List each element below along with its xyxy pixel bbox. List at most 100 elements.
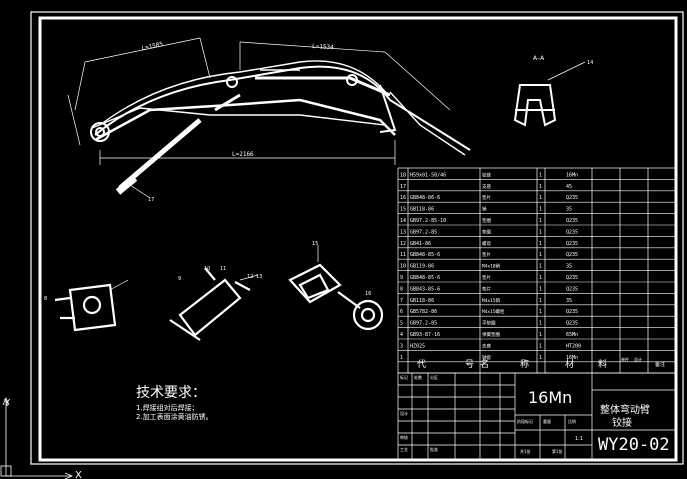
dim-l1-label: L=1585: [141, 41, 164, 52]
bom-cell-material: Q235: [566, 229, 578, 235]
bom-cell-no: 18: [400, 172, 406, 178]
bom-cell-name: 弹簧垫圈: [482, 331, 500, 338]
titleblock-part-line2: 铰接: [612, 418, 632, 429]
bom-cell-name: 支座: [482, 342, 491, 349]
bom-cell-code: GB97.2-85: [410, 229, 437, 235]
titleblock-part-line1: 整体弯动臂: [600, 405, 650, 416]
bom-cell-material: Q235: [566, 286, 578, 292]
titleblock-count: 处数: [414, 375, 422, 380]
bom-cell-qty: 1: [539, 343, 542, 349]
bom-cell-qty: 1: [539, 241, 542, 247]
bom-cell-material: Q235: [566, 321, 578, 327]
ucs-x-label: X: [75, 470, 82, 479]
bom-header-ming: 名: [480, 360, 490, 370]
bom-cell-no: 17: [400, 184, 406, 190]
balloon-11: 11: [220, 266, 226, 272]
bom-cell-no: 13: [400, 229, 406, 235]
bom-cell-qty: 1: [539, 207, 542, 213]
bom-header-cheng: 称: [520, 360, 530, 370]
dim-l3-label: L=2166: [232, 151, 254, 158]
bom-cell-name: 平垫圈: [482, 320, 496, 327]
titleblock-design: 设计: [400, 411, 408, 416]
bom-cell-no: 4: [400, 332, 403, 338]
bom-cell-code: GB41-86: [410, 241, 431, 247]
bom-cell-no: 7: [400, 298, 403, 304]
bom-cell-name: 垫圈: [482, 217, 491, 224]
notes-title: 技术要求：: [136, 385, 206, 401]
bom-cell-code: GB119-86: [410, 264, 434, 270]
bom-cell-material: 16Mn: [566, 172, 578, 178]
bom-cell-code: GB848-85-6: [410, 275, 440, 281]
bom-cell-qty: 1: [539, 172, 542, 178]
bom-cell-code: H59x01-50/46: [410, 172, 446, 178]
bom-cell-no: 14: [400, 218, 406, 224]
bom-cell-material: Q235: [566, 275, 578, 281]
bom-cell-qty: 1: [539, 229, 542, 235]
bom-cell-material: HT200: [566, 343, 581, 349]
bom-cell-name: 垫片: [482, 194, 491, 201]
bom-header-hao: 号: [465, 360, 475, 370]
balloon-17: 17: [148, 197, 154, 203]
bom-cell-code: GB843-85-6: [410, 286, 440, 292]
bom-cell-code: GB848-86-6: [410, 195, 440, 201]
bom-cell-material: 65Mn: [566, 332, 578, 338]
bom-cell-name: 螺母: [482, 240, 491, 247]
bom-cell-qty: 1: [539, 286, 542, 292]
titleblock-total-sheets: 共1张: [520, 449, 531, 454]
balloon-9: 9: [178, 276, 181, 282]
titleblock-scale: 比例: [568, 419, 576, 424]
bom-cell-material: 35: [566, 298, 572, 304]
bom-header-c3: 备注: [655, 362, 666, 368]
titleblock-review: 审核: [400, 435, 408, 440]
bom-cell-material: 16Mn: [566, 355, 578, 361]
bom-cell-qty: 1: [539, 184, 542, 190]
notes-item-1: 1.焊接组对后焊接；: [136, 404, 199, 412]
drawing-frame-outer: [30, 11, 684, 465]
bom-cell-code: GB97.2-85-10: [410, 218, 446, 224]
balloon-16: 16: [365, 291, 371, 297]
bom-header-cai: 材: [565, 360, 575, 370]
bom-cell-name: 铰链: [482, 171, 491, 178]
titleblock-material: 16Mn: [528, 388, 573, 407]
bom-cell-no: 8: [400, 286, 403, 292]
bom-header-c1: 单件: [621, 357, 629, 362]
detail-view-3: [288, 245, 384, 331]
bom-cell-no: 9: [400, 275, 403, 281]
bom-cell-qty: 1: [539, 195, 542, 201]
bom-cell-qty: 1: [539, 218, 542, 224]
bom-cell-code: GB5782-86: [410, 309, 437, 315]
bom-cell-material: Q235: [566, 309, 578, 315]
ucs-icon: [0, 396, 74, 479]
titleblock-weight: 重量: [543, 419, 551, 424]
bom-cell-no: 5: [400, 321, 403, 327]
bom-cell-material: Q235: [566, 241, 578, 247]
bom-cell-no: 12: [400, 241, 406, 247]
bom-cell-material: 45: [566, 184, 572, 190]
bom-cell-qty: 1: [539, 275, 542, 281]
bom-cell-name: M4x18销: [482, 263, 501, 270]
ucs-y-label: Y: [3, 398, 11, 409]
balloon-10: 10: [204, 266, 210, 272]
bom-cell-no: 3: [400, 343, 403, 349]
bom-cell-code: GB848-85-6: [410, 252, 440, 258]
detail-view-1: [54, 279, 129, 332]
bom-cell-no: 6: [400, 309, 403, 315]
balloon-15: 15: [312, 241, 318, 247]
bom-cell-no: 15: [400, 207, 406, 213]
bom-cell-name: M4x15销: [482, 297, 501, 304]
bom-cell-no: 16: [400, 195, 406, 201]
bom-header-c2: 总计: [634, 357, 642, 362]
bom-cell-material: 35: [566, 264, 572, 270]
balloon-14: 14: [587, 60, 593, 66]
bom-cell-qty: 1: [539, 332, 542, 338]
titleblock-mark: 标记: [400, 375, 408, 380]
bom-cell-qty: 1: [539, 321, 542, 327]
bom-cell-code: HZ025: [410, 343, 425, 349]
balloon-13: 13: [256, 274, 262, 280]
titleblock-zone: 分区: [430, 375, 438, 380]
boom-assembly-view: [90, 60, 471, 195]
bom-cell-name: 垫片: [482, 285, 491, 292]
bom-cell-material: Q235: [566, 195, 578, 201]
